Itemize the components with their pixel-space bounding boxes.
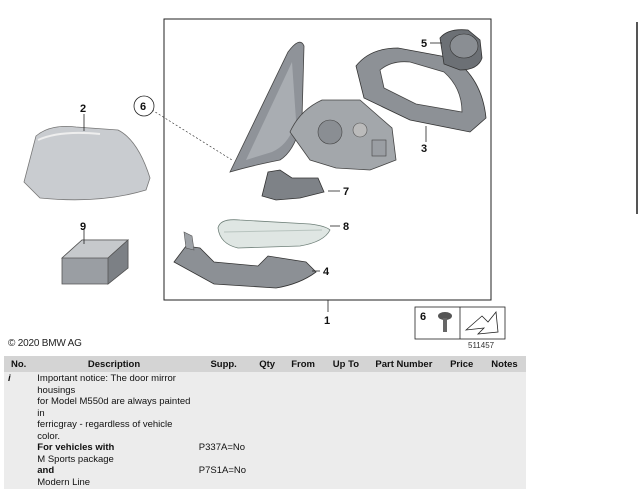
col-header-part-number[interactable]: Part Number bbox=[367, 356, 441, 372]
row-price bbox=[440, 372, 483, 489]
row-no: i bbox=[4, 372, 33, 489]
callout-2: 2 bbox=[80, 103, 86, 115]
description-line: M Sports package bbox=[37, 453, 114, 465]
diagram-ref-number: 511457 bbox=[468, 341, 495, 350]
mirror-cap-illustration[interactable] bbox=[23, 126, 151, 201]
screw-icon bbox=[438, 312, 452, 332]
parts-diagram: 2 9 6 3 5 7 8 bbox=[23, 18, 506, 350]
table-row: i Important notice: The door mirror hous… bbox=[4, 372, 526, 489]
callout-3: 3 bbox=[421, 143, 427, 155]
info-icon: i bbox=[8, 373, 11, 384]
description-line: Important notice: The door mirror bbox=[37, 373, 176, 384]
callout-8: 8 bbox=[343, 221, 349, 233]
mirror-bracket-illustration[interactable] bbox=[261, 169, 325, 201]
table-header-row: No. Description Supp. Qty From Up To Par… bbox=[4, 356, 526, 372]
scrollbar[interactable] bbox=[636, 22, 638, 214]
supp-code: P7S1A=No bbox=[198, 465, 247, 476]
row-qty bbox=[252, 372, 281, 489]
row-part-number bbox=[367, 372, 440, 489]
callout-6: 6 bbox=[140, 101, 146, 113]
row-description: Important notice: The door mirror housin… bbox=[33, 372, 195, 489]
supp-code: P337A=No bbox=[198, 442, 246, 453]
description-line: for Model M550d are always painted in bbox=[37, 396, 191, 419]
description-line: and bbox=[37, 465, 55, 476]
row-notes bbox=[483, 372, 526, 489]
legend-number: 6 bbox=[420, 311, 426, 323]
col-header-price[interactable]: Price bbox=[440, 356, 483, 372]
row-supp: P337A=No P7S1A=No bbox=[195, 372, 253, 489]
description-line: For vehicles with bbox=[37, 442, 115, 453]
mirror-frame-illustration[interactable] bbox=[355, 47, 487, 133]
copyright-notice: © 2020 BMW AG bbox=[8, 338, 82, 349]
callout-1: 1 bbox=[324, 315, 330, 327]
arrow-icon bbox=[464, 310, 499, 335]
col-header-upto[interactable]: Up To bbox=[324, 356, 368, 372]
callout-5: 5 bbox=[421, 38, 427, 50]
callout-7: 7 bbox=[343, 186, 349, 198]
col-header-qty[interactable]: Qty bbox=[252, 356, 282, 372]
callout-9: 9 bbox=[80, 221, 86, 233]
description-line: ferricgray - regardless of vehicle bbox=[37, 419, 173, 430]
description-line: color. bbox=[37, 430, 60, 442]
turn-signal-illustration[interactable] bbox=[217, 219, 331, 249]
legend-box: 6 511457 bbox=[414, 306, 506, 350]
col-header-from[interactable]: From bbox=[281, 356, 325, 372]
paint-kit-illustration[interactable] bbox=[60, 239, 130, 285]
assembly-frame bbox=[163, 18, 492, 301]
row-from bbox=[282, 372, 325, 489]
row-upto bbox=[324, 372, 367, 489]
lower-cover-illustration[interactable] bbox=[173, 231, 317, 289]
callout-6-circle bbox=[133, 95, 155, 117]
col-header-supp[interactable]: Supp. bbox=[194, 356, 253, 372]
col-header-description[interactable]: Description bbox=[33, 356, 195, 372]
mirror-motor-illustration[interactable] bbox=[439, 29, 483, 71]
callout-4: 4 bbox=[323, 266, 330, 278]
mirror-base-illustration[interactable] bbox=[229, 41, 305, 173]
description-line: housings bbox=[37, 384, 76, 396]
parts-table: No. Description Supp. Qty From Up To Par… bbox=[4, 356, 526, 489]
col-header-notes[interactable]: Notes bbox=[482, 356, 526, 372]
mirror-actuator-illustration[interactable] bbox=[289, 99, 397, 171]
col-header-no[interactable]: No. bbox=[4, 356, 34, 372]
description-line: Modern Line bbox=[37, 476, 91, 488]
